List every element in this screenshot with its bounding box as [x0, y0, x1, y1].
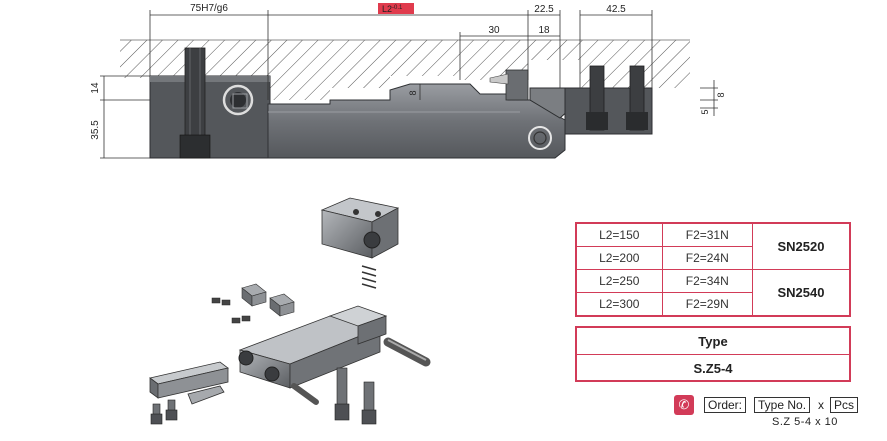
dim-length-label: L2	[382, 4, 392, 14]
table-row: L2=250 F2=34N SN2540	[575, 269, 851, 317]
phone-icon: ✆	[674, 395, 694, 415]
dim-8: 8	[408, 90, 418, 95]
type-value: S.Z5-4	[577, 354, 849, 381]
svg-text:L2-0.1: L2-0.1	[382, 4, 403, 14]
type-no-label: Type No.	[754, 397, 811, 413]
hatched-plate-middle	[268, 40, 528, 100]
dim-length-tolerance: -0.1	[392, 5, 403, 11]
length-cell: L2=150	[575, 222, 663, 247]
type-label: Type	[698, 333, 728, 349]
force-cell: F2=29N	[661, 292, 754, 317]
dim-42-5: 42.5	[606, 4, 626, 15]
model-cell: SN2540	[752, 269, 851, 317]
model-cell: SN2520	[752, 222, 851, 270]
left-pin-circle	[222, 84, 254, 116]
dim-8b: 8	[716, 92, 726, 97]
lock-piece	[505, 69, 529, 101]
times-sign: x	[818, 398, 825, 412]
table-row: L2=300 F2=29N	[575, 292, 850, 317]
hatched-plate-far-right	[652, 40, 690, 88]
length-cell: L2=250	[575, 269, 663, 293]
slider-pivot-circle	[528, 126, 552, 150]
length-cell: L2=300	[575, 292, 663, 317]
exploded-view	[149, 197, 431, 425]
order-row: ✆ Order: Type No. x Pcs	[674, 395, 866, 415]
dim-fit-label: 75H7/g6	[190, 3, 228, 14]
dim-length-highlight	[378, 3, 414, 14]
dim-30: 30	[488, 25, 500, 36]
dim-5: 5	[700, 109, 710, 114]
order-label: Order:	[704, 397, 747, 413]
length-cell: L2=200	[575, 246, 663, 270]
table-row: L2=200 F2=24N	[575, 246, 850, 270]
table-row: L2=150 F2=31N SN2520	[575, 222, 851, 270]
force-cell: F2=24N	[661, 246, 754, 270]
type-box: Type S.Z5-4	[575, 326, 851, 382]
dim-14: 14	[90, 82, 101, 94]
force-cell: F2=34N	[661, 269, 754, 293]
dim-18: 18	[538, 25, 550, 36]
slider-body	[267, 83, 566, 159]
pcs-label: Pcs	[830, 397, 859, 413]
order-example: S.Z 5-4 x 10	[772, 416, 838, 428]
dim-35-5: 35.5	[90, 120, 101, 140]
section-view: 75H7/g6 L2-0.1 22.5 42.5 30 18 14 35.5 8…	[90, 3, 726, 159]
dim-22-5: 22.5	[534, 4, 554, 15]
spec-table: L2=150 F2=31N SN2520 L2=200 F2=24N L2=25…	[575, 222, 851, 317]
hatched-plate-right-top	[528, 40, 652, 88]
force-cell: F2=31N	[661, 222, 754, 247]
